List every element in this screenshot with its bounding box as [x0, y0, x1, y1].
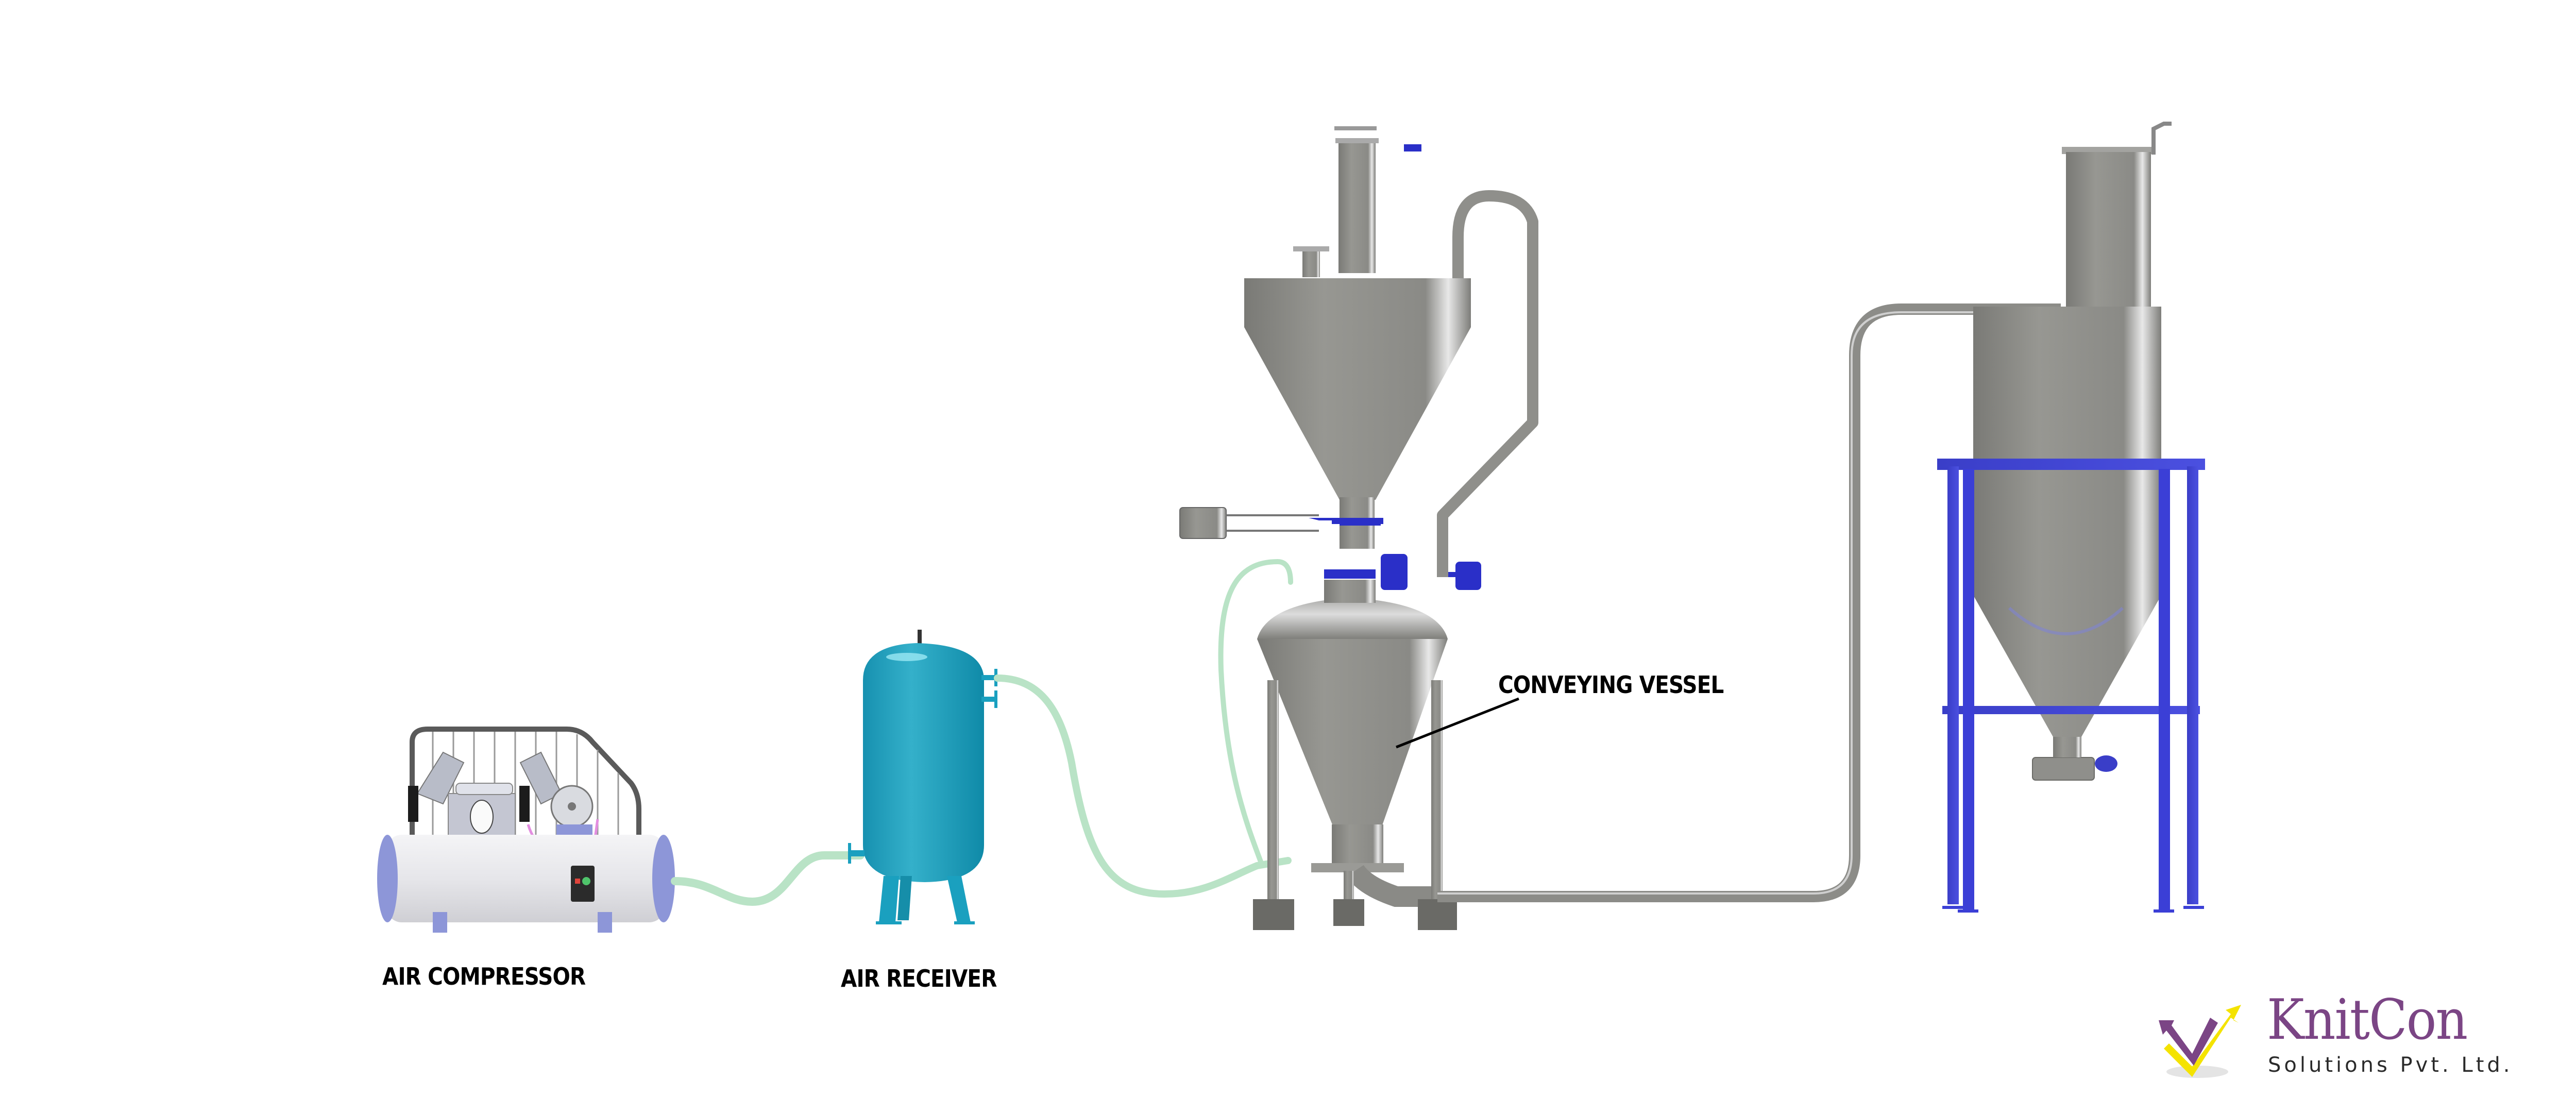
air-compressor — [377, 727, 675, 933]
air-hose-compressor-to-receiver — [671, 851, 865, 906]
compressor-belt-guard — [410, 727, 641, 837]
logo-subtitle: Solutions Pvt. Ltd. — [2268, 1053, 2513, 1077]
conveying-pipeline — [1437, 303, 2061, 902]
air-receiver-label: AIR RECEIVER — [841, 965, 997, 992]
receiver-leg — [947, 876, 971, 922]
conveying-vessel-assembly — [1179, 126, 1538, 930]
conveying-vessel-dome — [1257, 598, 1448, 639]
receiver-vessel — [863, 643, 984, 882]
air-compressor-label: AIR COMPRESSOR — [382, 963, 586, 990]
silo-frame-leg — [2187, 466, 2198, 904]
cyclone-head — [1244, 278, 1471, 327]
rotary-airlock-valve — [2032, 757, 2095, 781]
compressor-tank — [386, 835, 665, 922]
air-hose-receiver-to-vessel — [994, 674, 1292, 898]
compressor-control-box — [571, 866, 595, 902]
silo-frame-mid-beam — [1942, 706, 2200, 714]
vessel-leg — [1431, 680, 1443, 902]
vessel-foot — [1333, 899, 1364, 926]
air-hose-vessel-top — [1218, 559, 1293, 868]
compressor-cylinder-left — [416, 751, 465, 805]
receiving-silo — [1937, 122, 2205, 913]
receiver-leg — [897, 876, 912, 920]
air-receiver — [848, 630, 997, 924]
silo-frame-top-beam — [1937, 459, 2205, 470]
silo-filter-stack — [2066, 152, 2151, 307]
receiver-leg — [879, 876, 899, 922]
vessel-discharge-bend — [1346, 865, 1437, 907]
silo-hopper-cone — [1973, 595, 2161, 737]
logo-brand-name: KnitCon — [2267, 988, 2468, 1052]
inlet-butterfly-valve — [1324, 569, 1376, 579]
compressor-tank-end-left — [377, 835, 398, 922]
vessel-foot — [1253, 899, 1294, 930]
vent-return-pipe — [1437, 190, 1538, 577]
vessel-exhaust-stack — [1338, 139, 1376, 273]
silo-frame-leg — [1947, 466, 1959, 904]
silo-body — [1973, 307, 2161, 595]
vessel-leg — [1267, 680, 1279, 902]
vessel-leg — [1344, 871, 1354, 902]
conveying-vessel-cone — [1257, 639, 1448, 830]
silo-frame-leg — [2159, 469, 2170, 909]
vessel-foot — [1418, 899, 1457, 930]
cyclone-cone — [1244, 327, 1471, 500]
knitcon-logo: KnitCon Solutions Pvt. Ltd. — [2154, 989, 2514, 1087]
slide-gate-actuator — [1179, 507, 1227, 539]
checkmark-arrow-logo-icon — [2159, 1005, 2241, 1078]
silo-frame-leg — [1963, 469, 1974, 909]
conveying-vessel-label: CONVEYING VESSEL — [1498, 671, 1724, 699]
conveying-vessel-leader-line — [1396, 697, 1519, 749]
compressor-tank-end-right — [652, 835, 675, 922]
